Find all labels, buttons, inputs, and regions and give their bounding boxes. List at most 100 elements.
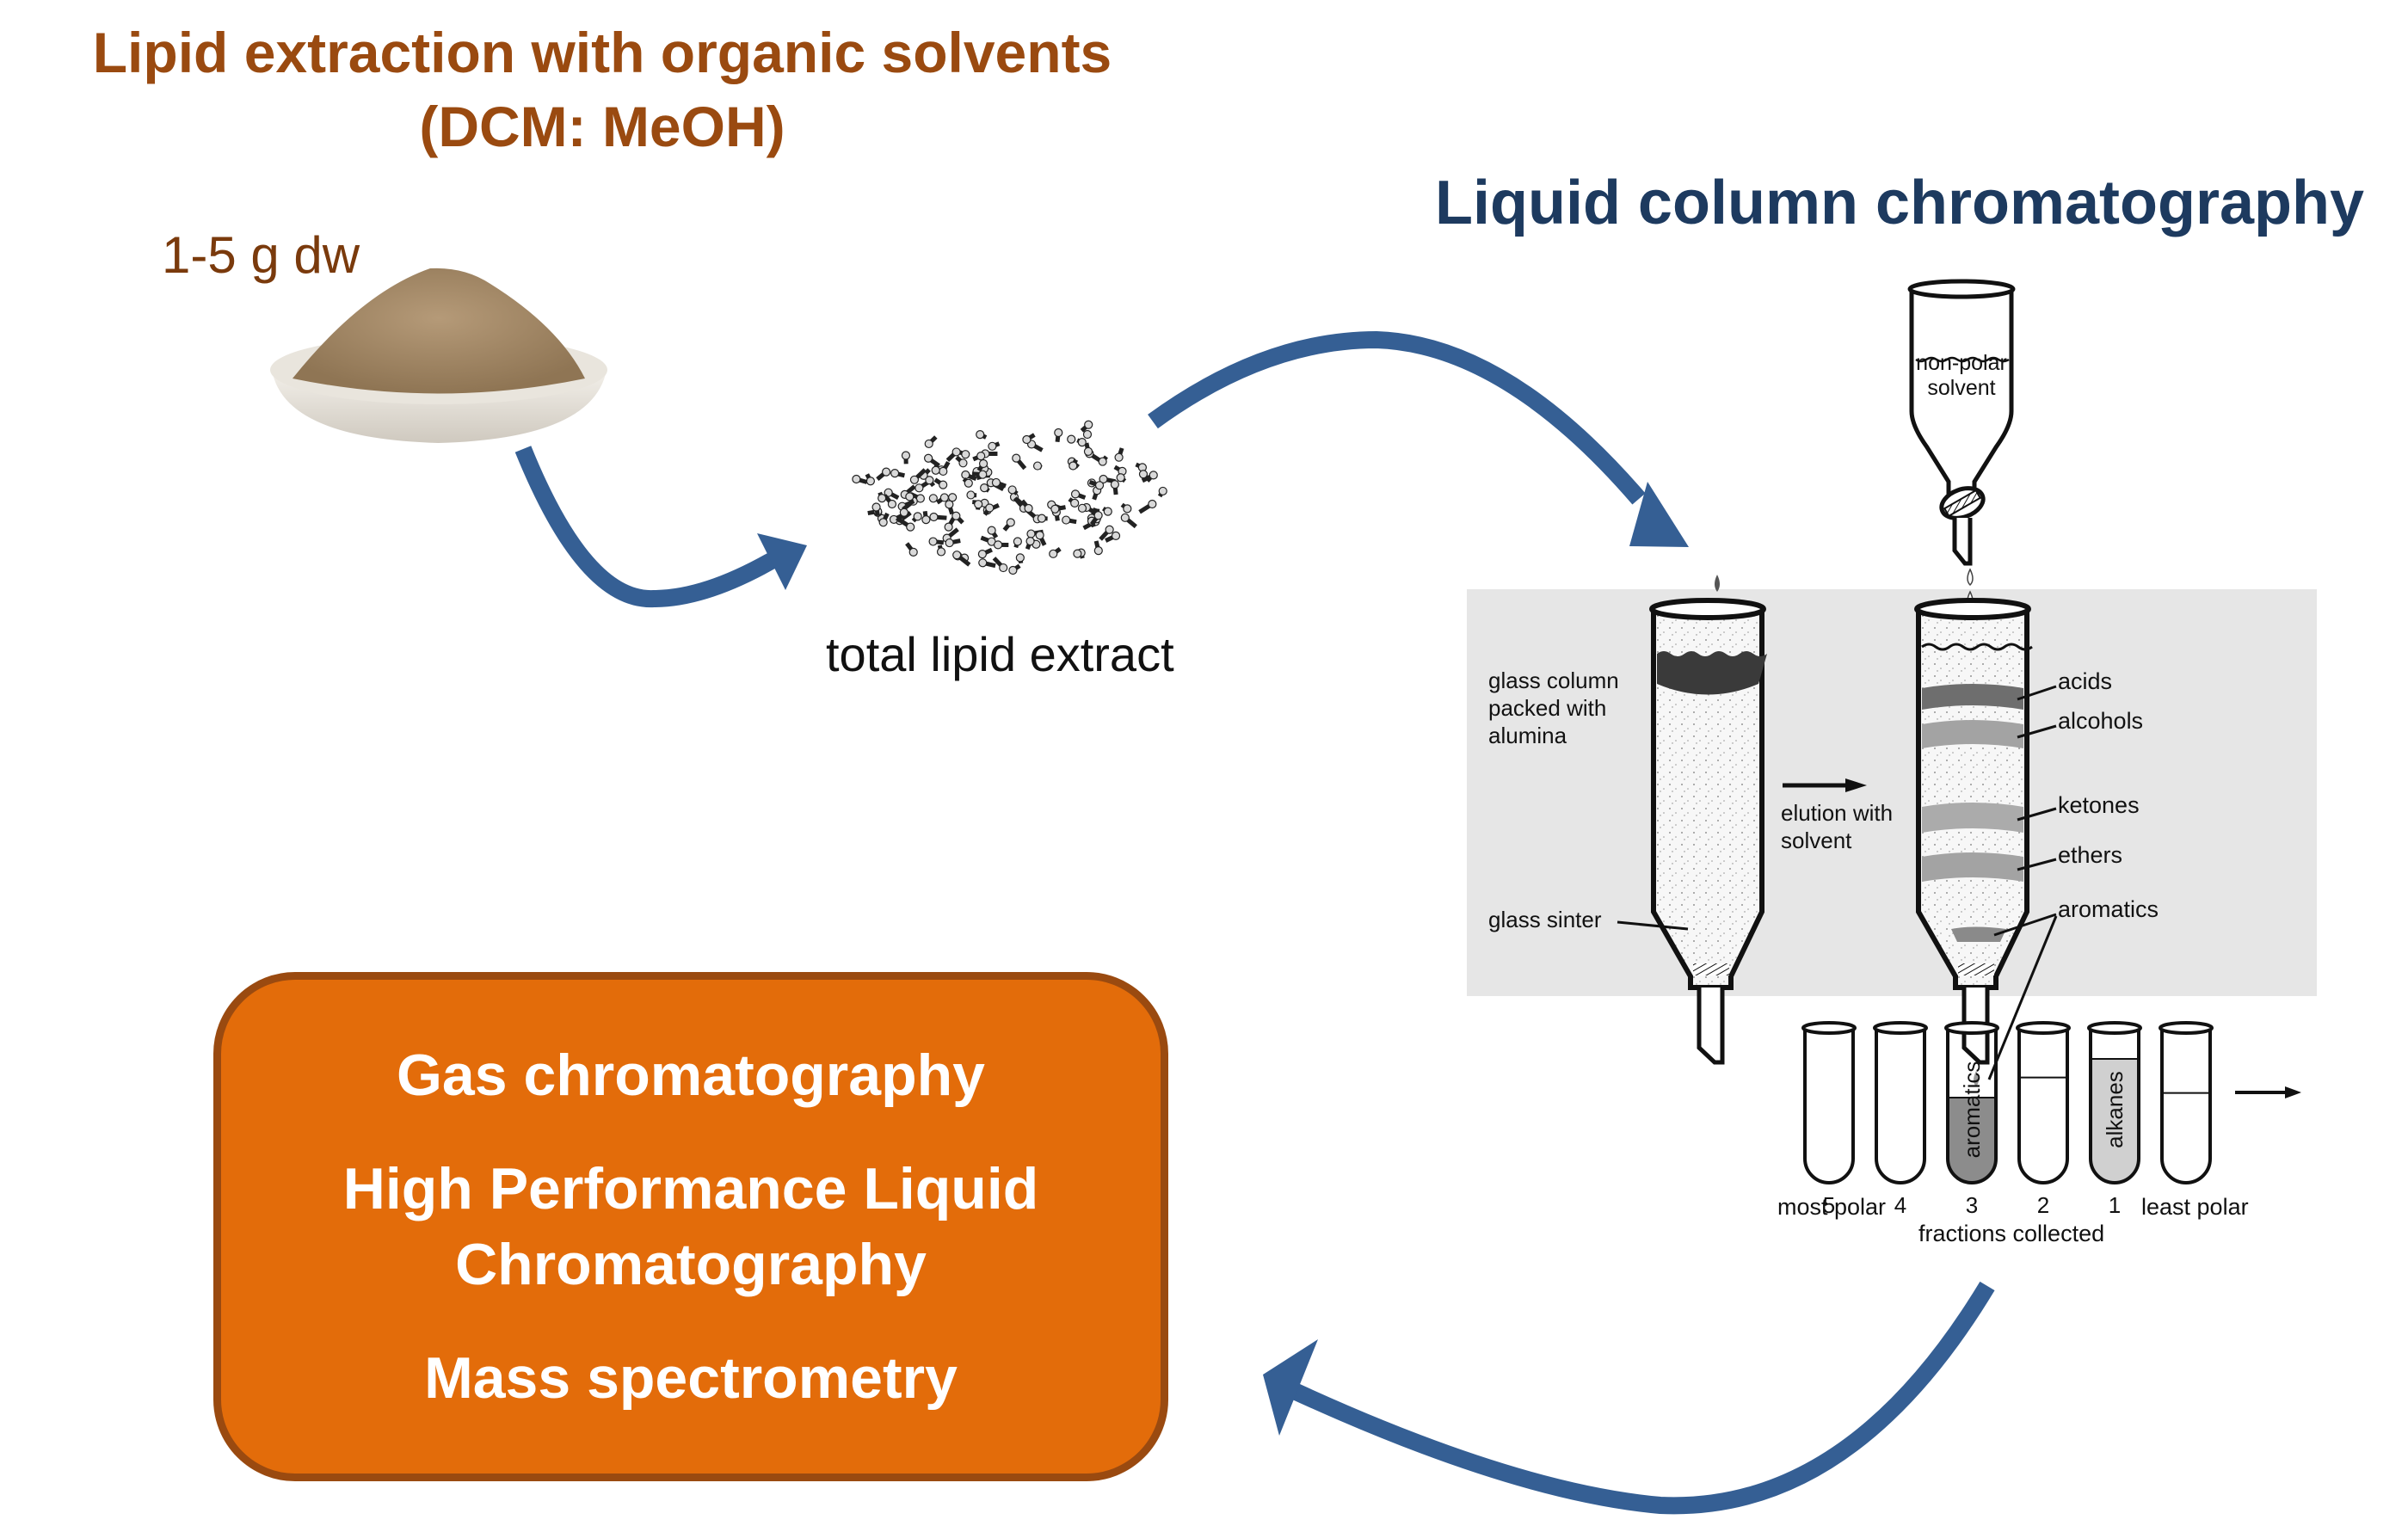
solvent-reservoir-icon <box>1907 279 2016 566</box>
molecule-atom <box>1073 549 1082 558</box>
method-gas-chromatography: Gas chromatography <box>397 1043 985 1108</box>
molecule-atom <box>999 563 1008 573</box>
molecule-atom <box>909 475 920 484</box>
molecule-atom <box>976 452 986 461</box>
droplet-icon <box>1974 1071 1979 1086</box>
molecule-atom <box>977 550 987 559</box>
sinter-label: glass sinter <box>1488 907 1602 932</box>
packed-column-icon <box>1649 598 1767 1065</box>
molecule-atom <box>1093 511 1103 520</box>
molecule-atom <box>1022 434 1032 445</box>
tube-number-label: 4 <box>1894 1192 1906 1218</box>
molecule-atom <box>1123 504 1132 514</box>
molecule-atom <box>878 494 887 503</box>
molecule-atom <box>987 526 996 535</box>
tube-number-label: 1 <box>2109 1192 2121 1218</box>
molecule-atom <box>985 503 995 513</box>
molecule-atom <box>882 467 891 477</box>
molecule-atom <box>1069 461 1078 471</box>
molecule-atom <box>991 477 1001 488</box>
chromatography-title: Liquid column chromatography <box>1435 169 2365 237</box>
tube-number-label: 3 <box>1966 1192 1978 1218</box>
molecule-atom <box>1099 474 1108 484</box>
molecule-atom <box>1025 536 1035 546</box>
molecule-atom <box>1007 485 1017 495</box>
molecule-atom <box>978 470 988 479</box>
molecule-atom <box>905 492 915 501</box>
powder-icon <box>293 268 585 394</box>
column-label-line3: alumina <box>1488 723 1567 748</box>
fractions-collected-label: fractions collected <box>1918 1221 2104 1246</box>
molecule-atom <box>865 477 875 486</box>
molecule-atom <box>1015 553 1025 563</box>
droplet-icon <box>1967 568 1974 587</box>
molecule-atom <box>1067 434 1076 444</box>
molecule-atom <box>964 478 973 488</box>
molecule-atom <box>993 540 1003 550</box>
molecule-atom <box>961 450 970 459</box>
band-labels: acids alcohols ketones ethers aromatics <box>1987 668 2159 1080</box>
molecule-atom <box>921 515 931 525</box>
molecule-atom <box>945 538 954 548</box>
tube-content-label: alkanes <box>2102 1071 2128 1148</box>
molecule-atom <box>1110 480 1120 489</box>
test-tube-icon: alkanes 1 <box>2087 1021 2142 1218</box>
molecule-atom <box>871 502 881 512</box>
total-lipid-extract-label: total lipid extract <box>826 627 1174 681</box>
band-label-ketones: ketones <box>2058 792 2140 818</box>
molecule-atom <box>908 547 918 557</box>
arrow-fractions-to-analysis-icon <box>1263 1281 1995 1515</box>
molecule-atom <box>1050 504 1060 514</box>
molecule-atom <box>1062 515 1071 525</box>
eluted-column-icon <box>1914 598 2033 1065</box>
chromatography-diagram: non-polar solvent glass column packed wi… <box>1488 279 2301 1246</box>
elution-label-line2: solvent <box>1781 828 1852 853</box>
molecule-atom <box>928 537 938 546</box>
molecule-atom <box>906 522 915 532</box>
molecule-atom <box>929 512 939 522</box>
test-tube-icon: 5 <box>1801 1021 1857 1218</box>
molecule-atom <box>1037 514 1047 523</box>
molecule-atom <box>1077 503 1087 513</box>
extraction-title-line1: Lipid extraction with organic solvents <box>92 21 1112 84</box>
band-label-acids: acids <box>2058 668 2112 694</box>
band-label-aromatics: aromatics <box>2058 896 2159 922</box>
molecule-atom <box>1120 513 1130 522</box>
reservoir-label-line1: non-polar <box>1916 351 2007 375</box>
molecule-atom <box>928 494 938 503</box>
molecule-atom <box>887 499 897 509</box>
lipid-molecule-image <box>852 420 1167 575</box>
molecule-atom <box>1054 428 1063 438</box>
test-tube-icon: 4 <box>1873 1021 1928 1218</box>
molecule-atom <box>1012 453 1021 463</box>
elution-label-line1: elution with <box>1781 800 1893 826</box>
molecule-atom <box>988 441 997 451</box>
molecule-atom <box>1070 498 1080 508</box>
molecule-atom <box>1098 457 1107 466</box>
molecule-atom <box>1035 531 1044 540</box>
sinter-pointer <box>1617 920 1689 931</box>
tube-number-label: 2 <box>2037 1192 2049 1218</box>
molecule-atom <box>1070 489 1081 499</box>
molecule-atom <box>1111 531 1121 541</box>
molecule-atom <box>974 500 983 509</box>
molecule-atom <box>948 493 958 502</box>
molecule-atom <box>958 458 968 468</box>
test-tube-icon: aromatics 3 <box>1944 1021 1999 1218</box>
least-polar-label: least polar <box>2141 1194 2249 1220</box>
reservoir-label-line2: solvent <box>1927 376 1995 400</box>
method-mass-spectrometry: Mass spectrometry <box>424 1345 958 1411</box>
molecule-atom <box>924 439 933 449</box>
molecule-atom <box>980 483 989 493</box>
tube-content-label: aromatics <box>1959 1061 1985 1159</box>
molecule-atom <box>1024 503 1033 514</box>
chromatography-panel <box>1467 589 2317 996</box>
extraction-title-line2: (DCM: MeOH) <box>419 95 785 158</box>
molecule-atom <box>925 476 934 485</box>
molecule-atom <box>976 430 985 440</box>
molecule-atom <box>945 500 954 509</box>
molecule-atom <box>1082 429 1093 440</box>
molecule-atom <box>913 512 922 521</box>
molecule-atom <box>1158 486 1167 496</box>
test-tube-icon <box>2159 1021 2214 1184</box>
